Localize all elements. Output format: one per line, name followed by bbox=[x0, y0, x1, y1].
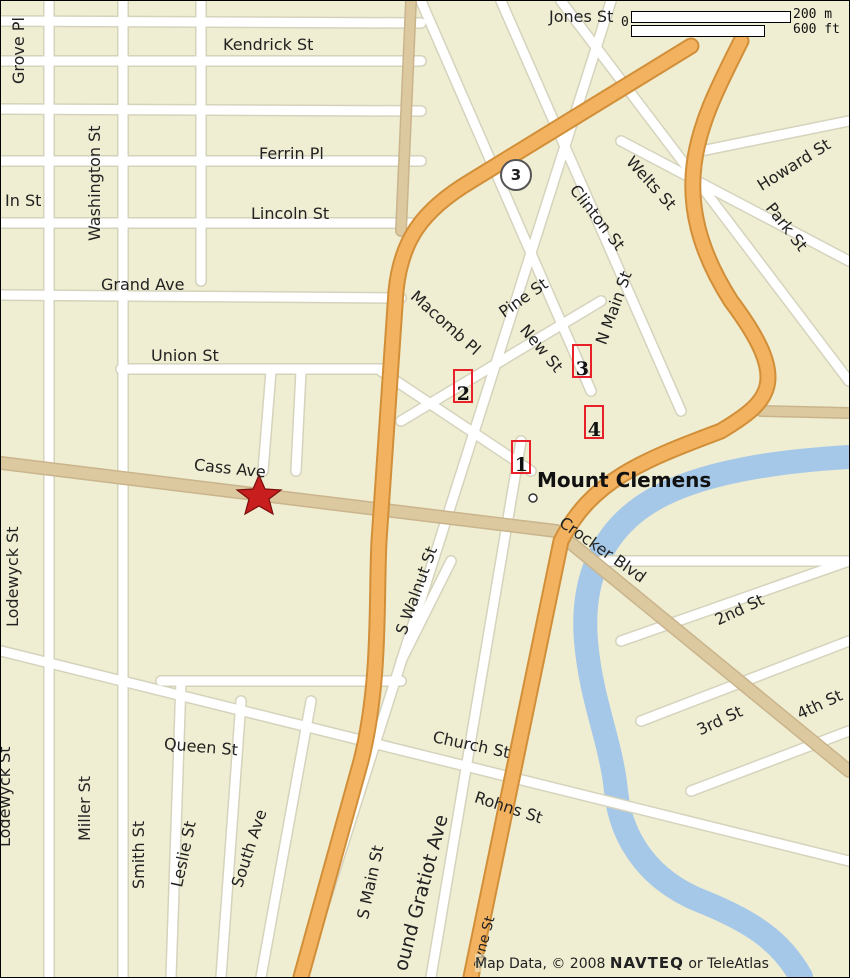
route-shield-icon[interactable]: 3 bbox=[500, 159, 532, 191]
street-label-jones: Jones St bbox=[549, 7, 614, 26]
street-label-lodewyck: Lodewyck St bbox=[3, 526, 22, 627]
scale-zero-label: 0 bbox=[621, 15, 629, 30]
scale-bar-segment-imperial bbox=[631, 25, 765, 37]
street-label-washington: Washington St bbox=[85, 125, 104, 241]
river bbox=[573, 445, 849, 977]
star-location-icon[interactable] bbox=[235, 473, 283, 516]
city-center-dot bbox=[528, 493, 538, 503]
street-label-grand: Grand Ave bbox=[101, 275, 185, 294]
scale-bar-segment-metric bbox=[631, 11, 791, 23]
map-marker-3[interactable]: 3 bbox=[572, 344, 592, 379]
street-label-in-st: In St bbox=[5, 191, 42, 210]
navteq-logo: NAVTEQ bbox=[609, 954, 684, 972]
street-label-miller: Miller St bbox=[75, 775, 94, 841]
copyright-year: © 2008 bbox=[551, 956, 606, 972]
street-label-ferrin: Ferrin Pl bbox=[259, 144, 324, 163]
street-label-grove: Grove Pl bbox=[9, 17, 28, 84]
copyright-prefix: Map Data bbox=[475, 956, 543, 972]
street-label-lodewyck-lower: Lodewyck St bbox=[0, 746, 14, 847]
arterial-roads bbox=[1, 1, 849, 778]
scale-metric-label: 200 m bbox=[793, 7, 833, 22]
scale-imperial-label: 600 ft bbox=[793, 22, 840, 37]
highways bbox=[292, 32, 777, 977]
street-label-smith: Smith St bbox=[129, 820, 148, 889]
map-marker-4[interactable]: 4 bbox=[584, 405, 604, 440]
map-copyright: Map Data, © 2008 NAVTEQ or TeleAtlas bbox=[475, 954, 769, 972]
street-label-kendrick: Kendrick St bbox=[223, 35, 314, 54]
copyright-suffix: or TeleAtlas bbox=[688, 956, 769, 972]
map-marker-2[interactable]: 2 bbox=[453, 369, 473, 404]
street-label-lincoln: Lincoln St bbox=[251, 204, 330, 223]
map-marker-1[interactable]: 1 bbox=[511, 440, 531, 475]
scale-bar: 0 200 m 600 ft bbox=[615, 5, 847, 41]
street-label-union: Union St bbox=[151, 346, 219, 365]
city-label: Mount Clemens bbox=[537, 468, 712, 492]
